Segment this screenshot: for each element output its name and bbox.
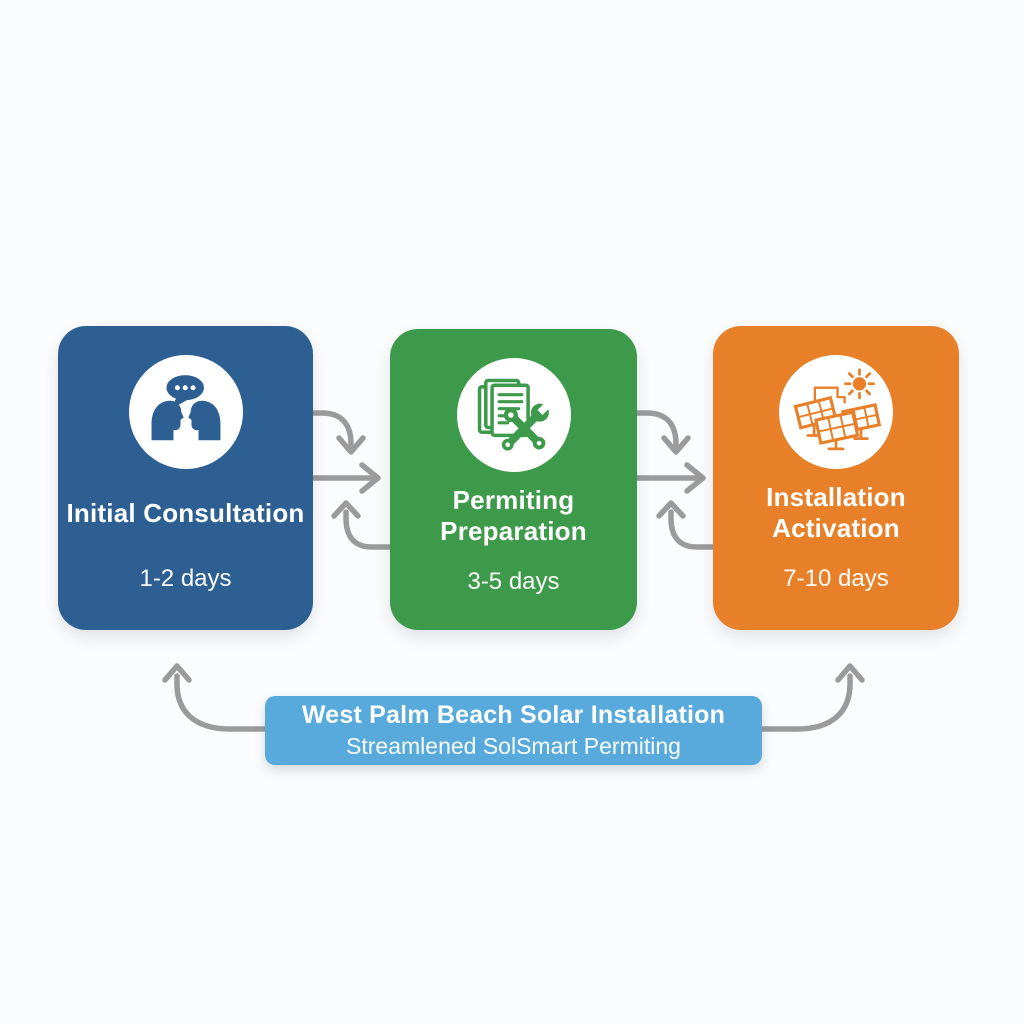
arrow-step1-to-step2-straight [305,462,381,494]
arrow-step2-to-step1-return [331,500,401,550]
arrow-step2-to-step3-top [625,410,691,455]
sun-glyph [844,368,875,400]
banner-subtitle: Streamlened SolSmart Permiting [346,733,681,759]
step1-icon-circle [128,355,243,469]
arrow-banner-to-step3 [752,663,865,732]
step2-duration: 3-5 days [467,568,560,595]
step1-title: Initial Consultation [66,497,305,528]
step3-title: Installation Activation [766,482,906,543]
solar-panels-sun-icon [793,368,882,451]
step-card-permiting-preparation: Permiting Preparation 3-5 days [390,329,637,630]
step3-duration: 7-10 days [783,565,889,592]
step1-duration: 1-2 days [139,565,232,592]
step3-icon-circle [779,355,893,469]
tool-wrench [501,397,555,451]
arrow-step2-to-step3-straight [630,462,706,494]
arrow-banner-to-step1 [162,663,275,732]
documents-tools-icon [477,378,555,451]
solar-panel-front [814,410,860,451]
consultation-chat-icon [151,375,220,441]
step-card-initial-consultation: Initial Consultation 1-2 days [58,326,313,630]
step2-title: Permiting Preparation [440,485,587,546]
banner-title: West Palm Beach Solar Installation [301,701,726,729]
step-card-installation-activation: Installation Activation 7-10 days [713,326,959,630]
step2-icon-circle [456,358,571,472]
program-banner: West Palm Beach Solar Installation Strea… [265,696,762,765]
